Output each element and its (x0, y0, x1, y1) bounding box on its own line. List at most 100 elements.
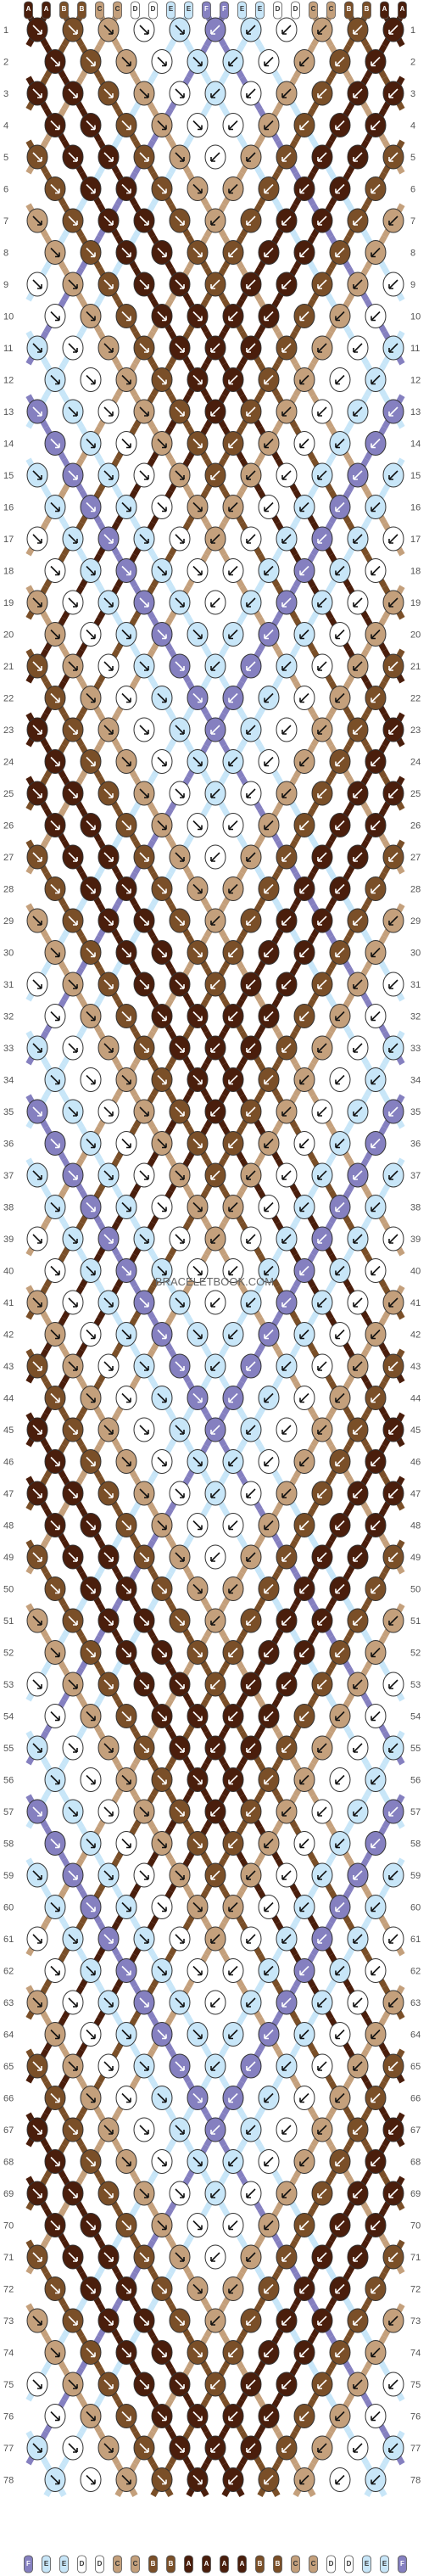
knot-arrowhead (91, 61, 96, 67)
knot-arrowhead (228, 2034, 233, 2040)
row-number: 48 (410, 1521, 421, 1532)
knot-arrow (175, 1743, 185, 1753)
row-number: 5 (410, 153, 415, 163)
strand-end (148, 1, 158, 20)
knot-arrowhead (55, 125, 60, 131)
strand-letter: C (98, 5, 103, 13)
knot-arrow (50, 1965, 60, 1976)
knot-arrowhead (91, 570, 96, 576)
knot-arrow (370, 2029, 381, 2040)
knot-arrow (139, 1488, 149, 1498)
knot-arrowhead (353, 30, 358, 35)
knot-arrow (192, 438, 203, 449)
knot-arrowhead (264, 507, 269, 512)
knot-arrow (246, 406, 256, 417)
knot-arrowhead (210, 602, 215, 608)
strand-letter: B (169, 2560, 174, 2568)
knot-arrowhead (91, 1397, 96, 1403)
knot-arrow (299, 247, 309, 258)
knot-arrowhead (162, 2479, 167, 2485)
knot-arrowhead (126, 1334, 131, 1340)
knot-arrow (68, 534, 78, 544)
knot-arrow (299, 1520, 309, 1531)
knot-arrowhead (210, 1048, 215, 1053)
row-number: 44 (3, 1394, 14, 1404)
knot-arrowhead (246, 2193, 251, 2198)
knot-arrowhead (388, 412, 393, 417)
knot-arrow (281, 2316, 292, 2326)
knot-arrowhead (281, 1812, 287, 1817)
knot-arrow (68, 88, 78, 98)
knot-arrowhead (281, 602, 287, 608)
knot-arrowhead (91, 2288, 96, 2294)
knot-arrow (139, 25, 149, 35)
knot-arrowhead (126, 761, 131, 767)
knot-arrowhead (317, 2257, 322, 2262)
strand-end (166, 1, 176, 20)
knot-arrowhead (37, 2066, 42, 2071)
knot-arrowhead (335, 1270, 340, 1276)
strand-letter: C (115, 2560, 120, 2568)
knot-arrowhead (264, 761, 269, 767)
knot-arrowhead (317, 1175, 322, 1180)
knot-arrow (175, 2125, 185, 2135)
knot-arrowhead (353, 1812, 358, 1817)
knot-arrow (388, 979, 398, 989)
knot-arrowhead (210, 1430, 215, 1435)
knot-arrow (32, 1297, 42, 1308)
knot-arrow (228, 1329, 238, 1340)
knot-arrowhead (246, 412, 251, 417)
row-number: 12 (3, 376, 14, 386)
knot-arrowhead (370, 507, 376, 512)
knot-arrow (299, 1011, 309, 1022)
knot-arrowhead (198, 1207, 203, 1212)
knot-arrowhead (317, 730, 322, 735)
knot-arrowhead (198, 888, 203, 894)
knot-arrowhead (198, 2034, 203, 2040)
knot-arrow (246, 2188, 256, 2198)
knot-arrowhead (388, 2384, 393, 2389)
knot-arrowhead (317, 157, 322, 162)
knot-arrowhead (144, 1621, 149, 1626)
knot-arrowhead (37, 1302, 42, 1308)
knot-arrow (388, 1488, 398, 1498)
row-number: 13 (3, 407, 14, 417)
knot-arrow (353, 1997, 363, 2008)
knot-arrowhead (299, 2034, 304, 2040)
knot-arrowhead (388, 1557, 393, 1562)
knot-arrowhead (73, 412, 78, 417)
knot-arrowhead (210, 1112, 215, 1117)
knot-arrow (32, 1361, 42, 1371)
knot-arrowhead (109, 602, 114, 608)
knot-arrowhead (109, 857, 114, 862)
knot-arrowhead (126, 570, 131, 576)
row-number: 25 (410, 789, 421, 799)
strand-letter: D (80, 2560, 85, 2568)
knot-arrow (32, 2252, 42, 2262)
knot-arrowhead (281, 921, 287, 926)
knot-arrowhead (228, 252, 233, 258)
knot-arrowhead (91, 188, 96, 194)
row-number: 55 (3, 1744, 14, 1754)
knot-arrowhead (317, 2448, 322, 2453)
row-number: 38 (3, 1203, 14, 1213)
knot-arrowhead (210, 2130, 215, 2135)
knot-arrow (32, 1616, 42, 1626)
knot-arrow (103, 1806, 114, 1817)
knot-arrow (370, 1138, 381, 1149)
knot-arrowhead (388, 221, 393, 226)
strand-letter: E (187, 5, 192, 13)
knot-arrowhead (335, 570, 340, 576)
knot-arrowhead (246, 1430, 251, 1435)
knot-arrowhead (317, 1366, 322, 1371)
knot-arrowhead (109, 2066, 114, 2071)
knot-arrow (68, 916, 78, 926)
knot-arrowhead (353, 1939, 358, 1944)
knot-arrowhead (198, 1970, 203, 1976)
knot-arrow (388, 1170, 398, 1180)
knot-arrowhead (246, 30, 251, 35)
knot-arrowhead (228, 1207, 233, 1212)
knot-arrowhead (353, 221, 358, 226)
row-number: 70 (3, 2221, 14, 2232)
knot-arrow (210, 216, 220, 226)
